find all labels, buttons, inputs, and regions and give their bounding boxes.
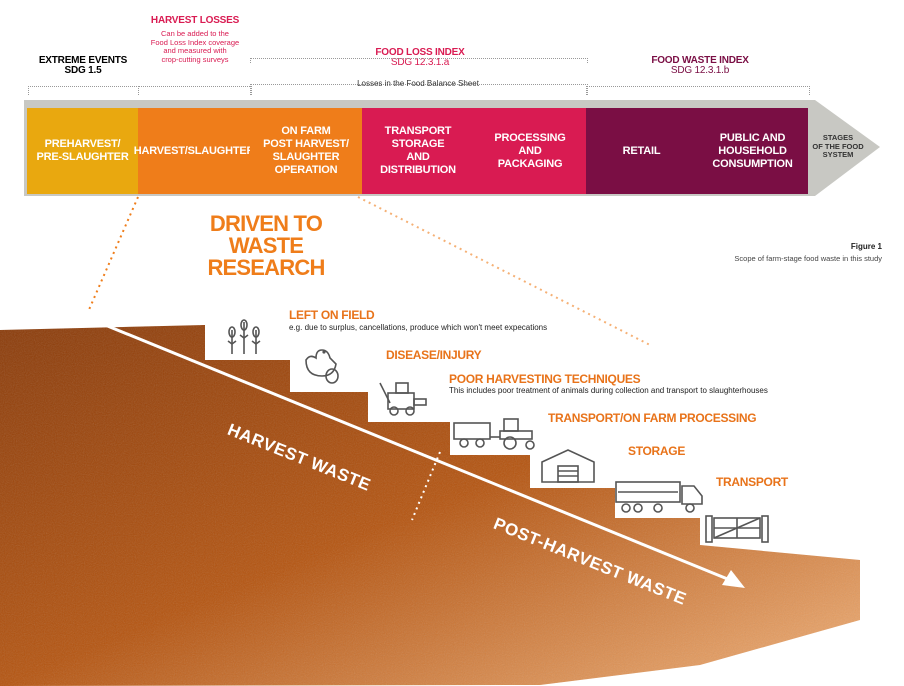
stage-label: PREHARVEST/ PRE-SLAUGHTER — [36, 138, 129, 163]
figure-label: Figure 1 — [850, 242, 882, 251]
stage-band-2: HARVEST/SLAUGHTER — [134, 108, 254, 194]
extreme-events-sdg: SDG 1.5 — [64, 65, 102, 76]
stage-band-5: PROCESSING AND PACKAGING — [474, 108, 586, 194]
food-system-label: STAGES OF THE FOOD SYSTEM — [812, 133, 864, 159]
truck-icon — [614, 476, 706, 516]
food-loss-index-title: FOOD LOSS INDEX — [375, 47, 465, 58]
stage-label: PROCESSING AND PACKAGING — [494, 131, 566, 170]
tractor-trailer-icon — [452, 415, 538, 453]
wheat-icon — [222, 316, 266, 356]
gate-icon — [704, 514, 770, 544]
extreme-events-header: EXTREME EVENTS SDG 1.5 — [28, 56, 138, 76]
step-label-transport-on-farm: TRANSPORT/ON FARM PROCESSING — [548, 411, 757, 425]
step-label-disease-injury: DISEASE/INJURY — [386, 348, 482, 362]
harvest-losses-title: HARVEST LOSSES — [150, 15, 240, 26]
food-waste-index-title: FOOD WASTE INDEX — [651, 55, 749, 66]
food-loss-bracket — [250, 58, 588, 63]
food-loss-index-sdg: SDG 12.3.1.a — [390, 57, 450, 68]
step-label-poor-harvesting: POOR HARVESTING TECHNIQUES — [449, 372, 641, 386]
diagram-title: DRIVEN TO WASTE RESEARCH — [207, 211, 325, 280]
step-label-left-on-field: LEFT ON FIELD — [289, 308, 375, 322]
step-label-storage: STORAGE — [628, 444, 686, 458]
hen-egg-icon — [300, 342, 346, 386]
extreme-events-title: EXTREME EVENTS — [38, 55, 128, 66]
stage-label: ON FARM POST HARVEST/ SLAUGHTER OPERATIO… — [263, 125, 349, 176]
stage-band-3: ON FARM POST HARVEST/ SLAUGHTER OPERATIO… — [250, 108, 362, 194]
harvest-losses-desc: Can be added to the Food Loss Index cove… — [150, 29, 240, 64]
harvest-losses-header: HARVEST LOSSES Can be added to the Food … — [135, 16, 255, 64]
harvester-icon — [374, 375, 430, 419]
stage-label: PUBLIC AND HOUSEHOLD CONSUMPTION — [712, 131, 793, 170]
food-waste-bracket — [586, 86, 810, 95]
step-label-transport: TRANSPORT — [716, 475, 788, 489]
figure-caption: Scope of farm-stage food waste in this s… — [734, 254, 882, 263]
food-loss-index-header: FOOD LOSS INDEX SDG 12.3.1.a — [360, 48, 480, 68]
food-waste-index-sdg: SDG 12.3.1.b — [670, 65, 730, 76]
step-sub-poor-harvesting: This includes poor treatment of animals … — [449, 386, 768, 395]
balance-sheet-bracket — [250, 84, 588, 95]
stage-label: HARVEST/SLAUGHTER — [133, 144, 255, 157]
stage-band-4: TRANSPORT STORAGE AND DISTRIBUTION — [362, 108, 474, 194]
stage-band-7: PUBLIC AND HOUSEHOLD CONSUMPTION — [697, 108, 808, 194]
step-sub-left-on-field: e.g. due to surplus, cancellations, prod… — [289, 323, 548, 332]
harvest-bracket — [138, 86, 252, 95]
balance-sheet-label: Losses in the Food Balance Sheet — [357, 79, 479, 88]
barn-icon — [538, 446, 598, 484]
stage-label: RETAIL — [622, 144, 661, 157]
stage-label: TRANSPORT STORAGE AND DISTRIBUTION — [380, 125, 456, 176]
stage-band-6: RETAIL — [586, 108, 697, 194]
extreme-bracket — [28, 86, 139, 95]
food-waste-index-header: FOOD WASTE INDEX SDG 12.3.1.b — [640, 56, 760, 76]
stage-band-1: PREHARVEST/ PRE-SLAUGHTER — [27, 108, 138, 194]
